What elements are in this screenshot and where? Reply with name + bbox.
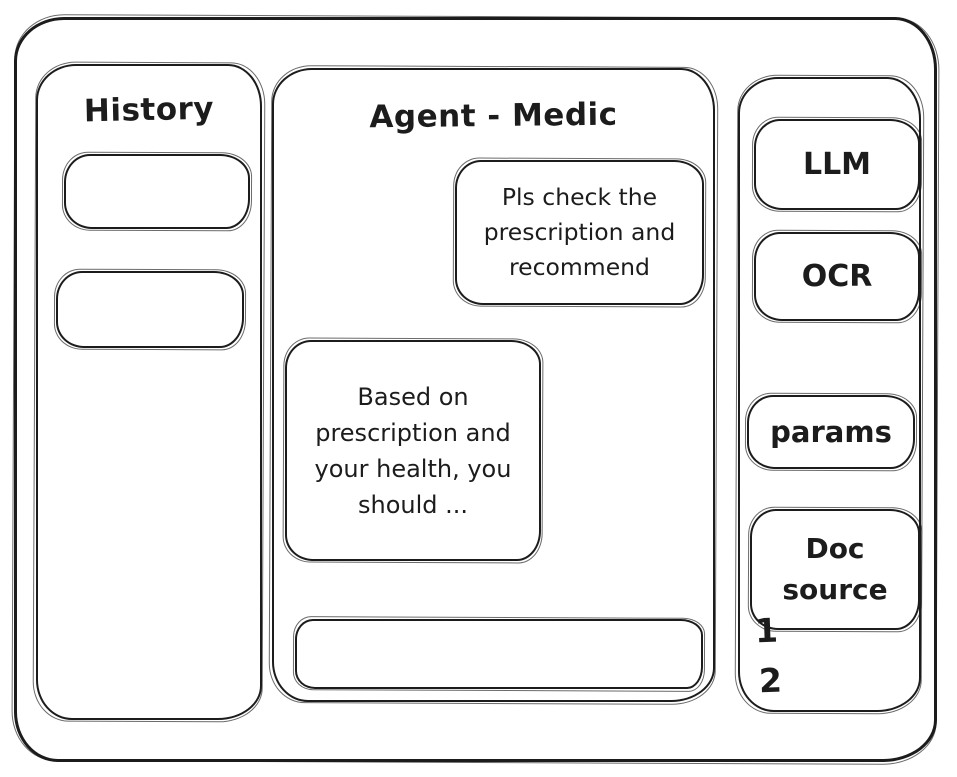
llm-button[interactable]: LLM bbox=[754, 119, 920, 210]
agent-message-bubble: Based on prescription and your health, y… bbox=[285, 340, 541, 561]
doc-source-item-2[interactable]: 2 bbox=[758, 660, 783, 701]
history-panel: History bbox=[36, 64, 262, 720]
chat-title: Agent - Medic bbox=[369, 96, 618, 136]
user-message-bubble: Pls check the prescription and recommend bbox=[455, 160, 704, 305]
tools-panel: LLM OCR params Doc source 1 2 bbox=[738, 77, 921, 712]
doc-source-item-1[interactable]: 1 bbox=[754, 610, 779, 651]
history-title: History bbox=[83, 90, 215, 130]
params-button[interactable]: params bbox=[747, 395, 915, 469]
message-input[interactable] bbox=[295, 619, 703, 689]
history-item-2[interactable] bbox=[56, 271, 244, 348]
chat-panel: Agent - Medic Pls check the prescription… bbox=[272, 68, 715, 702]
user-message-text: Pls check the prescription and recommend bbox=[483, 182, 676, 282]
doc-source-button[interactable]: Doc source bbox=[750, 509, 920, 630]
history-item-1[interactable] bbox=[64, 154, 250, 229]
agent-message-text: Based on prescription and your health, y… bbox=[314, 382, 512, 519]
ocr-button[interactable]: OCR bbox=[754, 232, 920, 321]
